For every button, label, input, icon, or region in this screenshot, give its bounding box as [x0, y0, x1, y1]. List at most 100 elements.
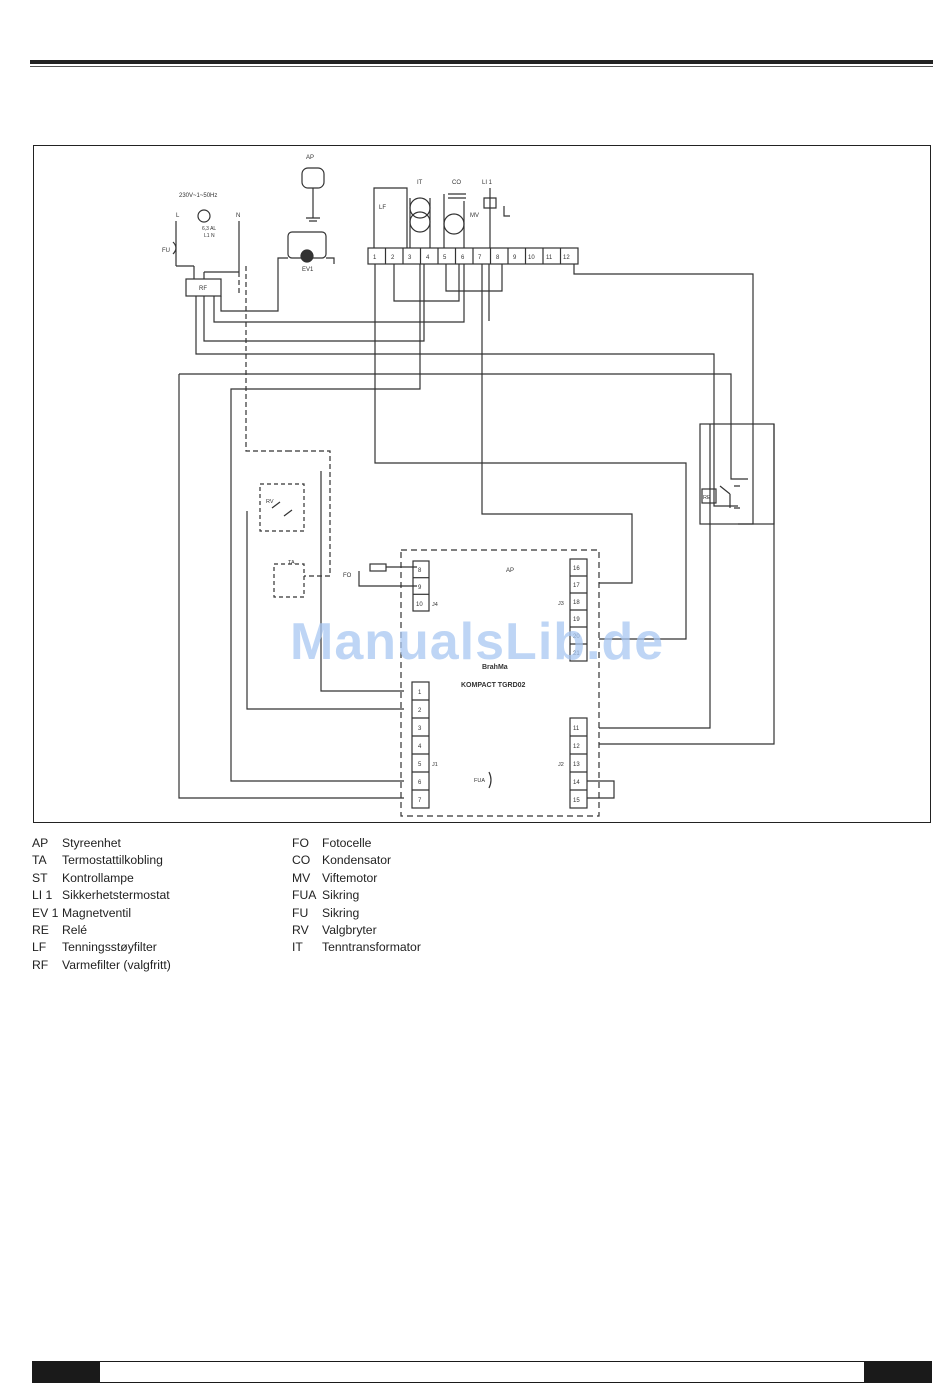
legend-desc: Sikring — [322, 905, 360, 920]
j3-terminal-block: 16 17 18 19 20 21 J3 — [558, 558, 588, 662]
wire-strip-loop — [573, 264, 754, 525]
controller-model: KOMPACT TGRD02 — [461, 682, 526, 689]
wire-re-out — [599, 424, 775, 745]
j1-terminal-4: 4 — [418, 744, 422, 750]
label-ta: TA — [288, 560, 295, 566]
j2-terminal-block: 11 12 13 14 15 J2 — [558, 717, 615, 809]
label-li1: LI 1 — [482, 180, 493, 186]
j4-terminal-block: 8 9 10 J4 — [412, 560, 438, 612]
terminal-6: 6 — [461, 255, 465, 261]
wire-rf-ap — [195, 296, 738, 507]
legend-code: TA — [32, 853, 47, 868]
label-ap-board: AP — [506, 568, 514, 574]
label-co: CO — [452, 180, 461, 186]
label-rv: RV — [266, 499, 274, 505]
j2-terminal-14: 14 — [573, 780, 580, 786]
label-fu: FU — [162, 248, 170, 254]
legend-code: CO — [292, 853, 311, 868]
terminal-7: 7 — [478, 255, 482, 261]
j2-terminal-12: 12 — [573, 744, 580, 750]
legend-item: RF Varmefilter (valgfritt) — [32, 957, 171, 974]
wire-re-out2 — [599, 424, 711, 729]
label-n: N — [236, 213, 240, 219]
j3-terminal-20: 20 — [573, 634, 580, 640]
j2-terminal-15: 15 — [573, 798, 580, 804]
terminal-3: 3 — [408, 255, 412, 261]
label-ev1: EV1 — [302, 267, 314, 273]
terminal-9: 9 — [513, 255, 517, 261]
label-rf: RF — [199, 286, 207, 292]
wiring-label: L1 N — [204, 233, 215, 239]
label-re: RE — [703, 495, 711, 501]
footer-bar — [32, 1361, 932, 1383]
j1-terminal-1: 1 — [418, 690, 422, 696]
j3-terminal-17: 17 — [573, 583, 580, 589]
j2-terminal-13: 13 — [573, 762, 580, 768]
label-lf: LF — [379, 205, 386, 211]
j3-terminal-18: 18 — [573, 600, 580, 606]
label-fo: FO — [343, 573, 352, 579]
watermark: ManualsLib.de — [290, 613, 665, 671]
j4-terminal-9: 9 — [418, 585, 422, 591]
j1-terminal-7: 7 — [418, 798, 422, 804]
legend-code: RE — [32, 923, 49, 938]
fuse-rating: 6,3 AL — [202, 226, 216, 232]
rv-contacts — [271, 501, 293, 517]
supply-label: 230V~1~50Hz — [179, 193, 217, 199]
wire-outer-3 — [481, 264, 633, 584]
legend-code: LI 1 — [32, 888, 53, 903]
wire-fo-2 — [358, 571, 417, 587]
top-rule-thick — [30, 60, 933, 64]
legend-code: MV — [292, 870, 311, 885]
j3-terminal-19: 19 — [573, 617, 580, 623]
legend-desc: Tenningsstøyfilter — [62, 940, 157, 955]
terminal-11: 11 — [546, 255, 553, 261]
label-ap-top: AP — [306, 155, 314, 161]
label-it: IT — [417, 180, 423, 186]
footer-block-left — [32, 1361, 100, 1383]
it-symbol-2 — [409, 211, 431, 233]
legend-desc: Valgbryter — [322, 923, 377, 938]
wire-it — [409, 198, 431, 248]
legend-code: RF — [32, 957, 49, 972]
legend-code: FU — [292, 905, 309, 920]
legend-desc: Styreenhet — [62, 836, 121, 850]
legend-item: AP Styreenhet — [32, 835, 171, 852]
ap-top-ground — [306, 217, 320, 222]
wire-mv — [443, 194, 465, 248]
wiring-diagram: 230V~1~50Hz L N 6,3 AL L1 N FU RF AP EV1… — [33, 145, 931, 823]
j1-terminal-2: 2 — [418, 708, 422, 714]
legend-desc: Varmefilter (valgfritt) — [62, 957, 171, 972]
j4-terminal-10: 10 — [416, 602, 423, 608]
legend-code: AP — [32, 836, 49, 850]
wire-outer-1 — [179, 373, 748, 480]
terminal-12: 12 — [563, 255, 570, 261]
label-j1: J1 — [432, 762, 438, 768]
top-rule-thin — [30, 66, 933, 67]
wire-outer-4 — [230, 264, 421, 782]
j2-terminal-11: 11 — [573, 726, 580, 732]
terminal-8: 8 — [496, 255, 500, 261]
j2-jumper — [587, 780, 615, 799]
wire-rv-dashed — [245, 266, 287, 452]
legend-desc: Tenntransformator — [322, 940, 421, 955]
j3-terminal-16: 16 — [573, 566, 580, 572]
wire-lf — [373, 187, 408, 248]
terminal-5: 5 — [443, 255, 447, 261]
top-rule — [30, 60, 933, 67]
label-j3: J3 — [558, 601, 564, 607]
label-l: L — [176, 213, 180, 219]
re-frame — [699, 423, 775, 525]
label-mv: MV — [470, 213, 479, 219]
wire-strip-a — [393, 264, 460, 302]
legend-desc: Viftemotor — [322, 870, 378, 885]
